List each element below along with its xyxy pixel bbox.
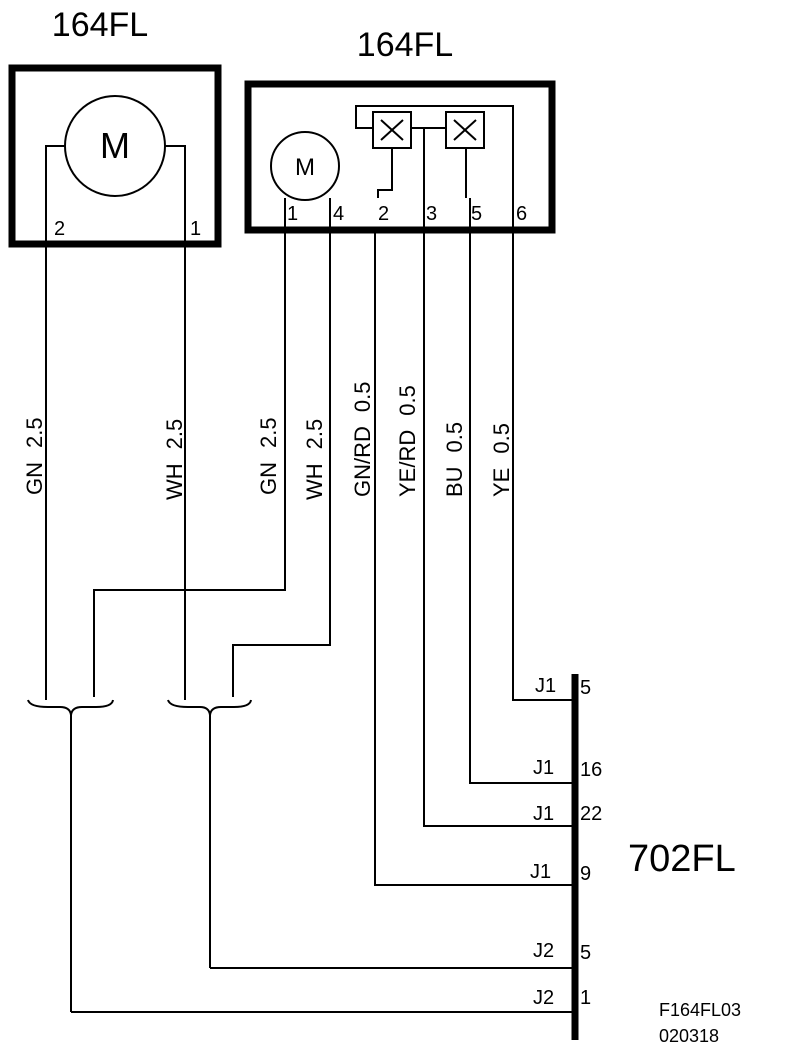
splice-bracket-gn	[27, 699, 114, 716]
connector-pin-id: J1	[535, 675, 556, 697]
component-left-label: 164FL	[52, 6, 148, 44]
component-right-pin-1: 1	[287, 203, 298, 225]
connector-pin-id: J2	[533, 987, 554, 1009]
component-right-label: 164FL	[357, 26, 453, 64]
connector-pin-id: J2	[533, 940, 554, 962]
component-right-pin-3: 3	[426, 203, 437, 225]
cross-icon	[453, 119, 477, 141]
wire-label-gn-right: GN2.5	[256, 417, 281, 495]
connector-pin-number: 22	[580, 803, 602, 825]
switch-element-2	[445, 111, 485, 149]
wire-label-ye: YE0.5	[489, 423, 514, 497]
connector-pin-number: 16	[580, 759, 602, 781]
connector-pin-id: J1	[530, 861, 551, 883]
connector-pin-number: 1	[580, 987, 591, 1009]
connector-pin-id: J1	[533, 803, 554, 825]
connector-pin-number: 9	[580, 863, 591, 885]
wire-ye-rd	[423, 198, 575, 827]
switch-1-lead	[377, 148, 393, 198]
component-right-pin-2: 2	[378, 203, 389, 225]
wire-bu	[469, 198, 575, 784]
connector-pin-number: 5	[580, 942, 591, 964]
wire-left-wh	[165, 145, 186, 700]
wire-left-gn	[45, 145, 65, 700]
connector-label: 702FL	[628, 838, 736, 880]
figure-date: 020318	[659, 1026, 719, 1046]
component-left-pin-2: 2	[54, 218, 65, 240]
internal-bus-line	[355, 105, 514, 198]
component-left-pin-1: 1	[190, 218, 201, 240]
wire-right-wh	[232, 198, 331, 697]
splice-bracket-wh	[167, 699, 252, 716]
component-right-pin-5: 5	[471, 203, 482, 225]
component-right-pin-6: 6	[516, 203, 527, 225]
wire-label-gn-rd: GN/RD0.5	[350, 382, 375, 497]
wire-label-ye-rd: YE/RD0.5	[395, 385, 420, 497]
wire-ye	[512, 198, 575, 701]
wire-label-gn-left: GN2.5	[22, 417, 47, 495]
motor-right-letter: M	[295, 154, 315, 181]
wire-right-gn	[93, 198, 286, 697]
wire-gn-rd	[374, 230, 575, 886]
cross-icon	[380, 119, 404, 141]
connector-pin-number: 5	[580, 677, 591, 699]
wire-label-wh-right: WH2.5	[302, 419, 327, 500]
wire-label-wh-left: WH2.5	[162, 419, 187, 500]
component-left-box	[8, 64, 222, 248]
component-right-box	[244, 80, 556, 234]
component-right-pin-4: 4	[333, 203, 344, 225]
motor-left-letter: M	[100, 125, 130, 166]
figure-id: F164FL03	[659, 1000, 741, 1020]
motor-right-symbol	[270, 131, 340, 201]
connector-pin-id: J1	[533, 757, 554, 779]
wire-label-bu: BU0.5	[442, 422, 467, 497]
